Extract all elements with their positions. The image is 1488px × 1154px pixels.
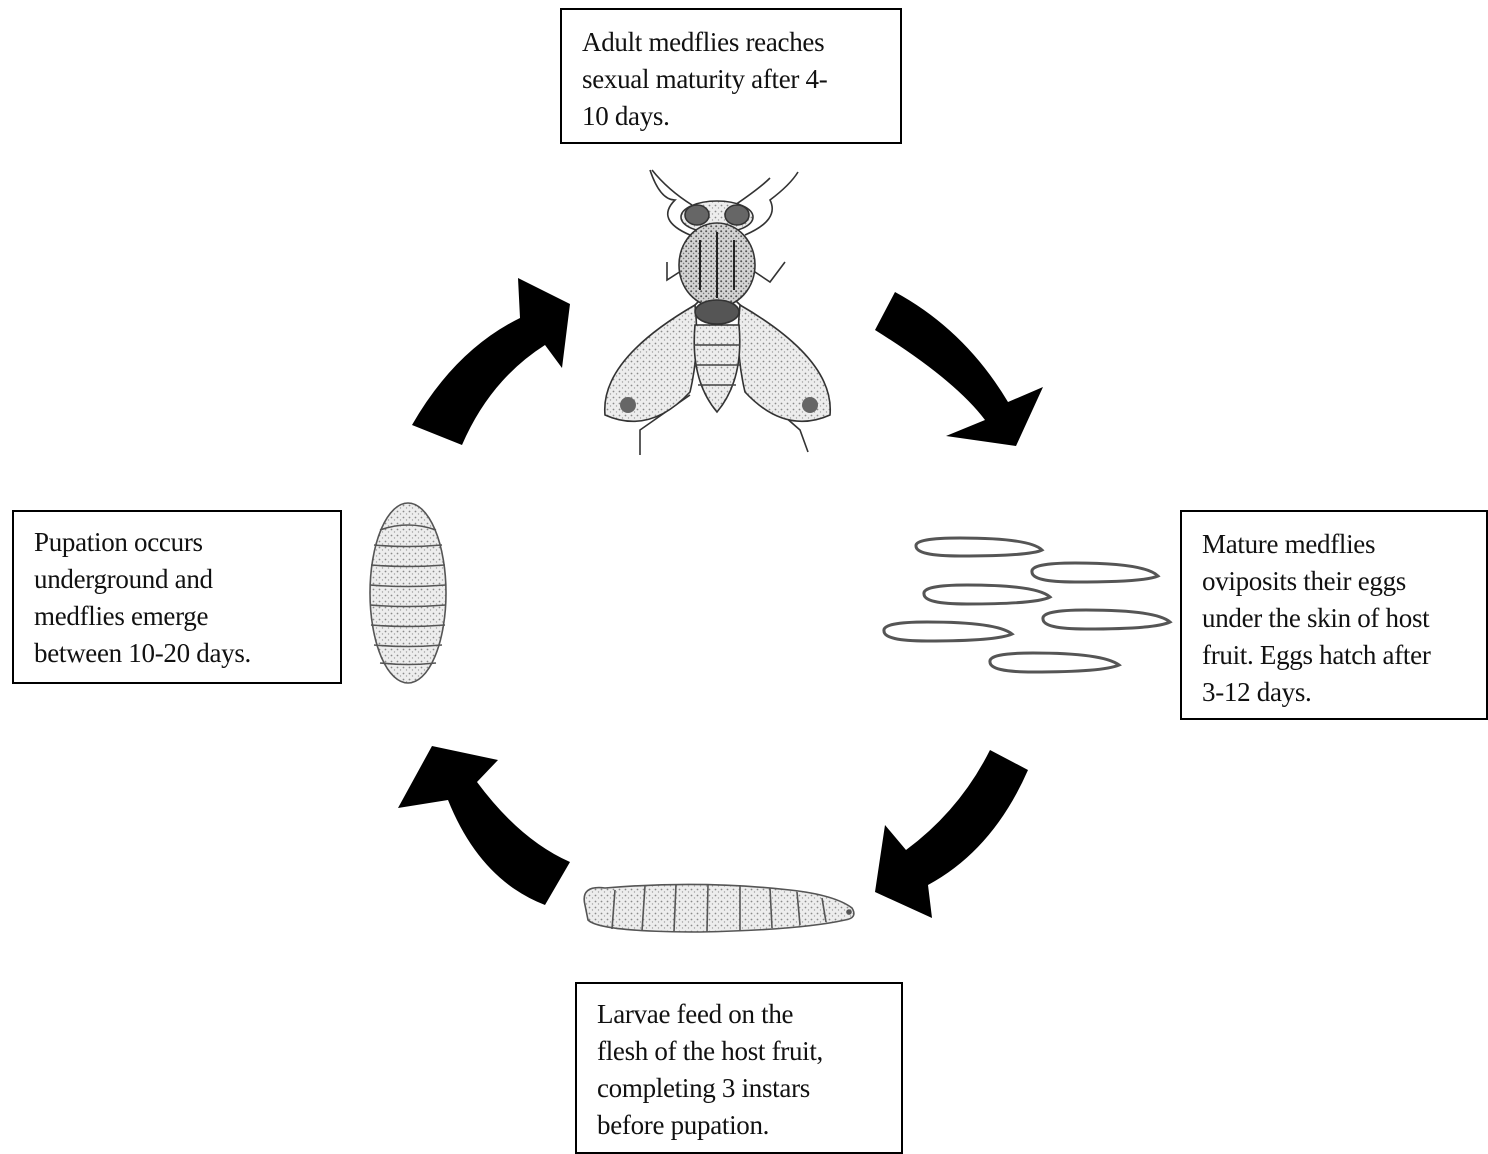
larvae-stage-label: Larvae feed on the flesh of the host fru…: [575, 982, 903, 1154]
eggs-label-line: Mature medflies: [1202, 526, 1474, 563]
pupa-label-line: underground and: [34, 561, 328, 598]
arrow-larvae-to-pupa: [398, 746, 570, 905]
pupa-label-line: Pupation occurs: [34, 524, 328, 561]
larvae-label-line: Larvae feed on the: [597, 996, 889, 1033]
adult-label-line: sexual maturity after 4-: [582, 61, 888, 98]
eggs-label-line: under the skin of host: [1202, 600, 1474, 637]
arrow-eggs-to-larvae: [875, 750, 1028, 918]
adult-stage-label: Adult medflies reaches sexual maturity a…: [560, 8, 902, 144]
pupa-illustration: [370, 503, 446, 683]
eggs-stage-label: Mature medflies oviposits their eggs und…: [1180, 510, 1488, 720]
eggs-label-line: fruit. Eggs hatch after: [1202, 637, 1474, 674]
larvae-label-line: completing 3 instars: [597, 1070, 889, 1107]
pupa-label-line: medflies emerge: [34, 598, 328, 635]
arrow-pupa-to-adult: [412, 278, 570, 445]
larvae-label-line: flesh of the host fruit,: [597, 1033, 889, 1070]
eggs-label-line: oviposits their eggs: [1202, 563, 1474, 600]
arrow-adult-to-eggs: [875, 292, 1043, 446]
larvae-label-line: before pupation.: [597, 1107, 889, 1144]
pupa-stage-label: Pupation occurs underground and medflies…: [12, 510, 342, 684]
eggs-label-line: 3-12 days.: [1202, 674, 1474, 711]
larva-illustration: [584, 884, 854, 932]
adult-medfly-illustration: [605, 170, 831, 455]
pupa-label-line: between 10-20 days.: [34, 635, 328, 672]
eggs-illustration: [884, 538, 1170, 672]
adult-label-line: 10 days.: [582, 98, 888, 135]
adult-label-line: Adult medflies reaches: [582, 24, 888, 61]
